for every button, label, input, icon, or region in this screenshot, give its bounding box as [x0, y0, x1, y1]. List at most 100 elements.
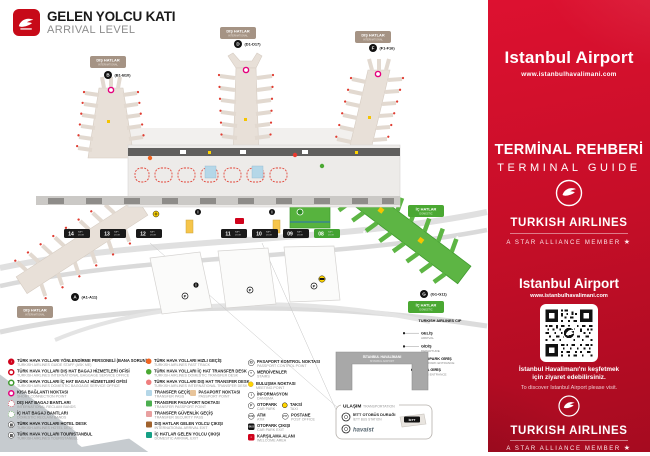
svg-text:INTERNATIONAL: INTERNATIONAL — [363, 39, 383, 42]
taxi-icon — [318, 275, 326, 283]
svg-text:DOMESTIC: DOMESTIC — [419, 309, 432, 312]
svg-text:KAPI: KAPI — [78, 231, 83, 234]
svg-text:İSTANBUL HAVALİMANI: İSTANBUL HAVALİMANI — [363, 355, 402, 359]
svg-text:09: 09 — [287, 232, 293, 238]
cip-label: TURKISH AIRLINES CIP — [419, 319, 462, 323]
svg-text:DOMESTIC: DOMESTIC — [419, 213, 432, 216]
pier-b-label: B(B1-B10) — [104, 71, 131, 79]
svg-text:KAPI: KAPI — [150, 231, 155, 234]
information-icon: i — [248, 392, 255, 399]
svg-text:F: F — [372, 46, 375, 51]
svg-text:DIŞ HATLAR: DIŞ HATLAR — [96, 58, 119, 63]
qr-code — [540, 304, 598, 362]
domestic-reclaim-icon — [8, 411, 15, 418]
svg-text:DOOR: DOOR — [114, 235, 121, 237]
svg-text:CAR PARK ENTRANCE: CAR PARK ENTRANCE — [421, 361, 454, 365]
turkish-airlines-block-top: TURKISH AIRLINES A STAR ALLIANCE MEMBER★ — [488, 178, 650, 246]
svg-text:DOOR: DOOR — [328, 235, 335, 237]
airport-entrance-building: İSTANBUL HAVALİMANI ISTANBUL AIRPORT — [335, 351, 429, 391]
svg-text:DOOR: DOOR — [266, 235, 273, 237]
svg-text:KAPI: KAPI — [235, 231, 240, 234]
svg-text:OTOPARK GİRİŞ: OTOPARK GİRİŞ — [421, 356, 452, 361]
intl-arrival-exit-icon — [146, 421, 152, 428]
svg-text:DOOR: DOOR — [78, 235, 85, 237]
svg-text:(D1-D17): (D1-D17) — [245, 42, 262, 47]
svg-text:KAPI: KAPI — [297, 231, 302, 234]
svg-text:MAIN ENTRANCE: MAIN ENTRANCE — [421, 372, 447, 376]
svg-text:ULAŞIM: ULAŞIM — [343, 404, 361, 410]
svg-text:İETT OTOBÜS DURAĞI: İETT OTOBÜS DURAĞI — [353, 412, 396, 417]
terminal-building: i i — [36, 144, 401, 234]
turkish-airlines-block-bottom: TURKISH AIRLINES A STAR ALLIANCE MEMBER★ — [488, 394, 650, 452]
stairs-icon: ≡ — [248, 370, 255, 377]
istanbul-airport-logo-top: Istanbul Airport www.istanbulhavalimani.… — [504, 48, 634, 78]
svg-text:13: 13 — [104, 232, 110, 238]
svg-text:İÇ HATLAR: İÇ HATLAR — [416, 207, 437, 212]
car-park-legend-icon: P — [248, 402, 255, 409]
svg-text:İETT: İETT — [409, 418, 416, 422]
pier-d-label: D (D1-D17) — [234, 40, 261, 48]
svg-text:DIŞ HATLAR: DIŞ HATLAR — [361, 33, 384, 38]
legend-item: TÜRK HAVA YOLLARI DIŞ HAT BAGAJ HİZMETLE… — [8, 369, 130, 378]
svg-text:(A1-A11): (A1-A11) — [82, 295, 98, 300]
page-header: GELEN YOLCU KATI ARRIVAL LEVEL — [13, 9, 176, 36]
pier-a-label: A(A1-A11) — [71, 293, 98, 301]
pier-b — [75, 76, 147, 159]
svg-text:P: P — [313, 284, 316, 289]
svg-text:ANA GİRİŞ: ANA GİRİŞ — [421, 367, 441, 372]
havaist-icon — [341, 424, 351, 434]
svg-text:P: P — [184, 294, 187, 299]
taxi-legend-icon — [282, 402, 288, 408]
star-alliance-icon: ★ — [623, 239, 632, 246]
pier-labels: B(B1-B10) D(D1-D17) F(F1-F16) A(A1-A11) … — [71, 40, 447, 301]
svg-text:DIŞ HATLAR: DIŞ HATLAR — [226, 29, 249, 34]
svg-text:11: 11 — [225, 232, 231, 238]
pier-g-label: G(G1-G11) — [420, 290, 447, 298]
svg-text:i: i — [195, 283, 196, 288]
turkish-airlines-roundel-icon — [555, 179, 583, 207]
turkish-airlines-logo-icon — [13, 9, 40, 36]
intl-reclaim-icon — [8, 400, 15, 407]
transfer-passport-icon — [146, 400, 152, 407]
post-office-icon: PTT — [282, 413, 289, 420]
star-alliance-icon: ★ — [623, 445, 632, 452]
svg-text:D: D — [236, 42, 240, 47]
atm-icon: ATM — [248, 413, 255, 420]
svg-text:GİDİŞ: GİDİŞ — [421, 344, 432, 349]
svg-text:INTERNATIONAL: INTERNATIONAL — [25, 314, 45, 317]
forecourt-canopies: P P P i — [149, 245, 341, 315]
svg-text:KAPI: KAPI — [328, 231, 333, 234]
svg-text:(B1-B10): (B1-B10) — [115, 73, 132, 78]
passport-control-icon: ID — [248, 359, 255, 366]
brand-panel: Istanbul Airport www.istanbulhavalimani.… — [488, 0, 650, 452]
meeting-point-icon — [248, 381, 254, 387]
page-subtitle: ARRIVAL LEVEL — [47, 23, 136, 36]
car-park-exit-icon: BUS — [248, 423, 255, 430]
